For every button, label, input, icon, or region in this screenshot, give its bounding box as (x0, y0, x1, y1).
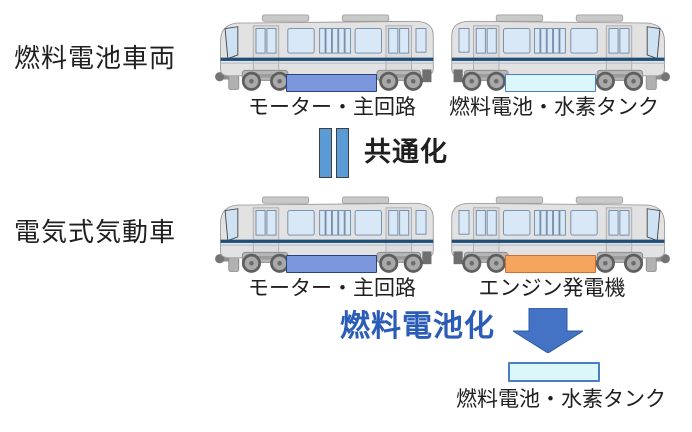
caption-motor-main-circuit-row1: モーター・主回路 (248, 96, 416, 119)
equals-icon (319, 128, 349, 178)
fuel-cell-hydrogen-tank-result-box (508, 362, 600, 382)
fuel-cell-conversion-label: 燃料電池化 (340, 310, 495, 343)
row-label-fuel-cell-vehicle: 燃料電池車両 (14, 43, 177, 73)
fuel-cell-hydrogen-tank-box-row1 (505, 74, 596, 92)
caption-engine-generator: エンジン発電機 (478, 277, 626, 300)
equals-bar (336, 128, 349, 178)
motor-main-circuit-box-row1 (286, 74, 377, 92)
equals-bar (319, 128, 332, 178)
row-label-electric-diesel-car: 電気式気動車 (14, 217, 177, 247)
caption-motor-main-circuit-row2: モーター・主回路 (248, 277, 416, 300)
engine-generator-box (505, 255, 596, 273)
caption-fuel-cell-hydrogen-tank-row1: 燃料電池・水素タンク (449, 96, 659, 119)
down-arrow-icon (511, 307, 585, 354)
motor-main-circuit-box-row2 (286, 255, 377, 273)
commonization-label: 共通化 (364, 137, 448, 167)
down-arrow-shape (511, 307, 585, 354)
caption-fuel-cell-hydrogen-tank-result: 燃料電池・水素タンク (456, 388, 666, 411)
